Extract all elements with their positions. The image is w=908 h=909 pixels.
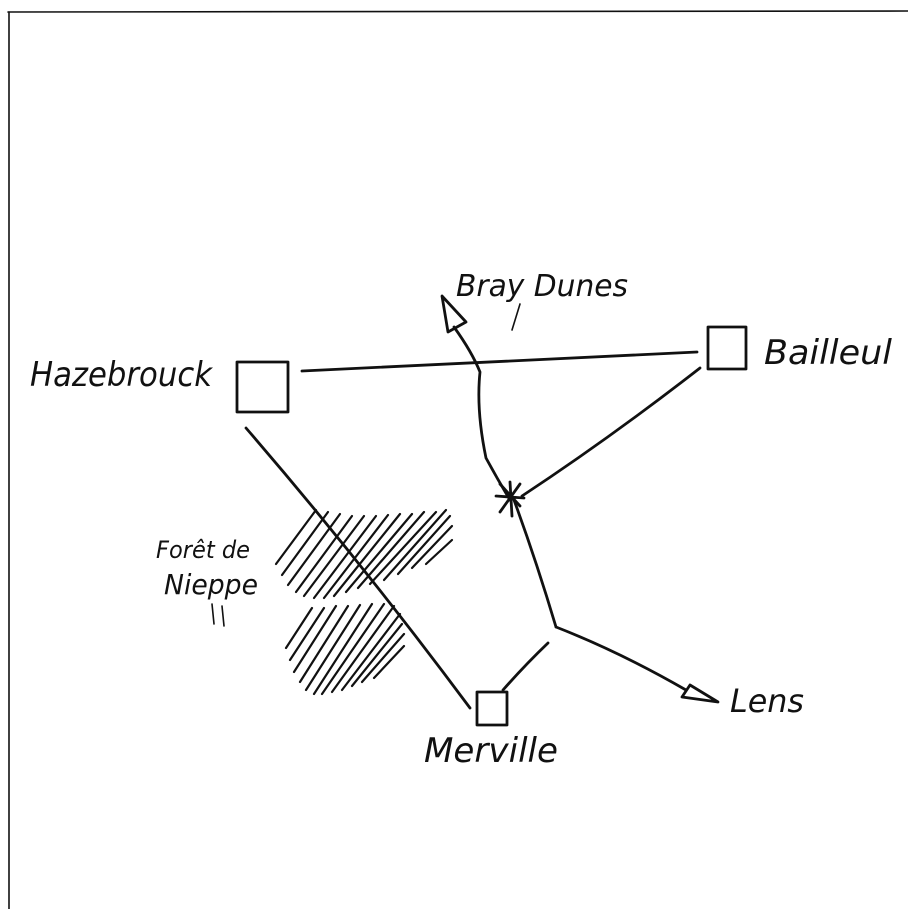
forest-label-line1: Forêt de <box>156 536 250 564</box>
direction-label-bray-dunes: Bray Dunes <box>456 269 628 304</box>
stray-marks <box>211 303 521 627</box>
town-label-merville: Merville <box>424 731 558 771</box>
road-hazebrouck-merville <box>244 426 472 710</box>
direction-label-lens: Lens <box>730 682 804 720</box>
road-to-lens <box>554 625 688 692</box>
town-square-hazebrouck <box>235 360 290 414</box>
arrow-lens <box>680 683 720 704</box>
road-bailleul-junction <box>520 366 702 498</box>
road-north <box>452 325 512 502</box>
town-label-bailleul: Bailleul <box>764 333 893 373</box>
road-hazebrouck-bailleul <box>300 350 699 373</box>
roads <box>244 325 702 710</box>
road-to-merville <box>501 641 550 692</box>
town-square-bailleul <box>706 325 748 371</box>
road-south <box>512 498 558 629</box>
town-square-merville <box>475 690 509 727</box>
forest-label-line2: Nieppe <box>164 568 258 601</box>
junction-star-icon <box>494 480 526 518</box>
town-label-hazebrouck: Hazebrouck <box>30 355 213 395</box>
arrow-bray-dunes <box>440 294 468 334</box>
page-frame <box>7 10 908 909</box>
forest-hatching <box>274 508 454 696</box>
